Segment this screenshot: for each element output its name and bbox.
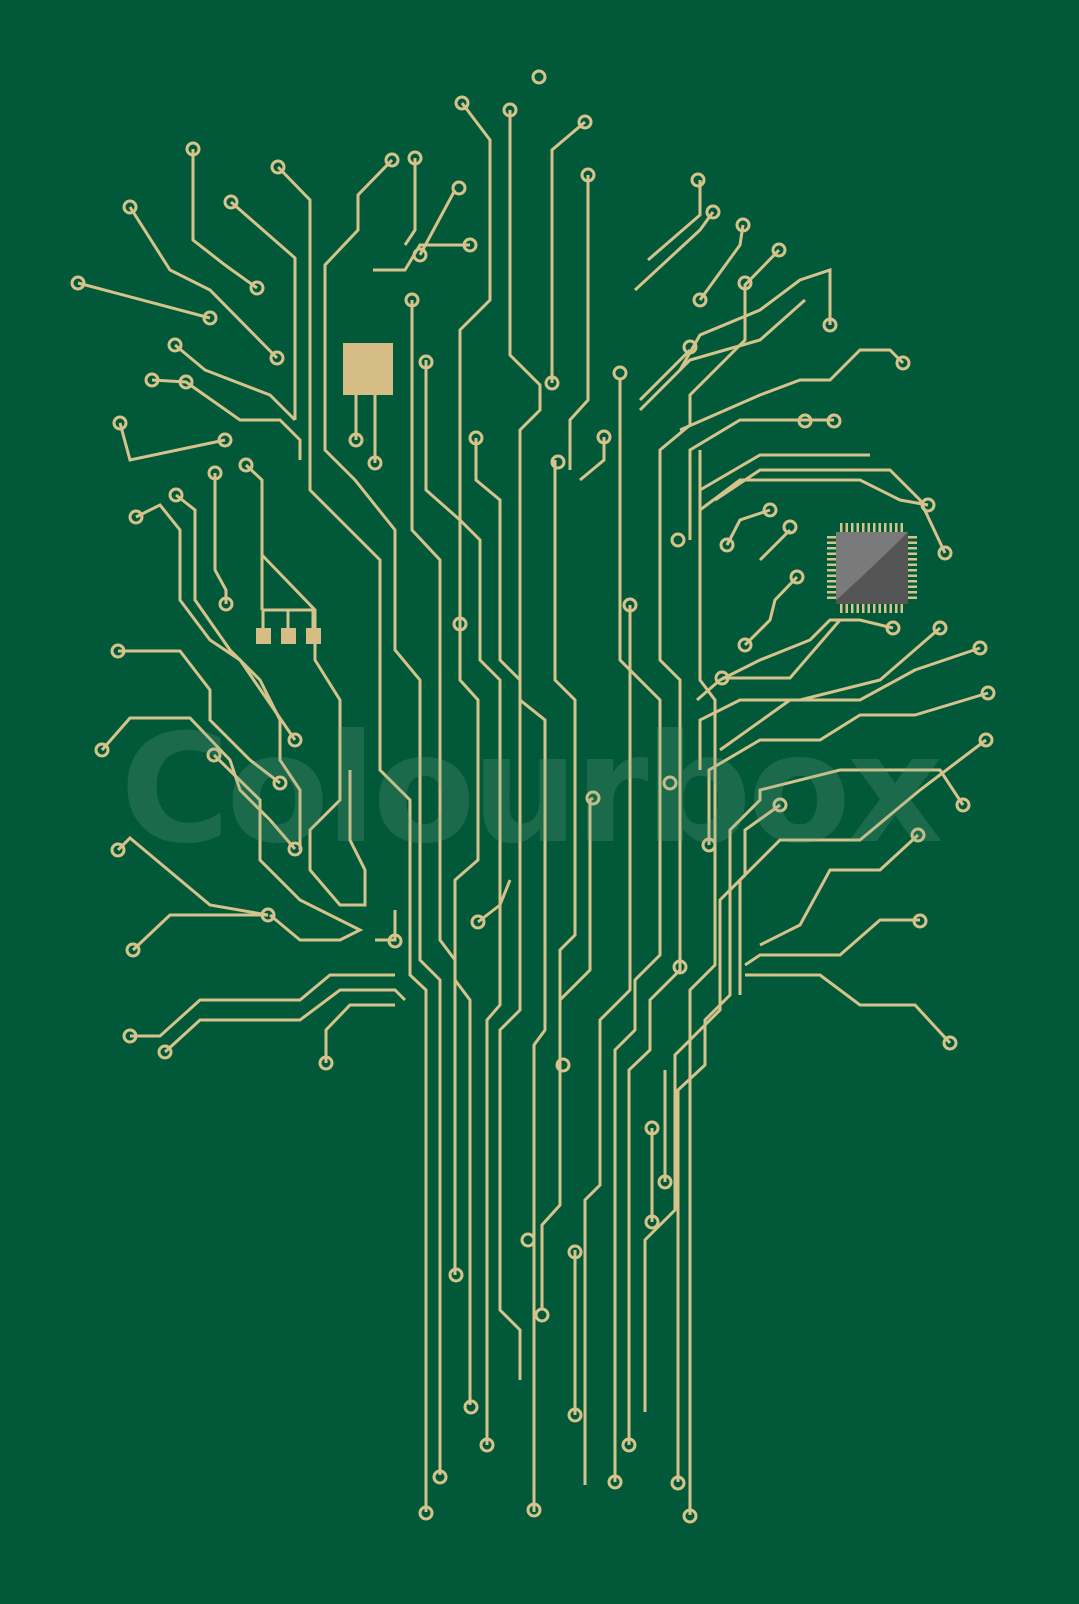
square-component	[343, 343, 393, 395]
solder-pads	[70, 69, 996, 1524]
circuit-traces	[77, 102, 989, 1515]
microchip-icon	[827, 523, 917, 613]
smd-components	[256, 628, 321, 644]
